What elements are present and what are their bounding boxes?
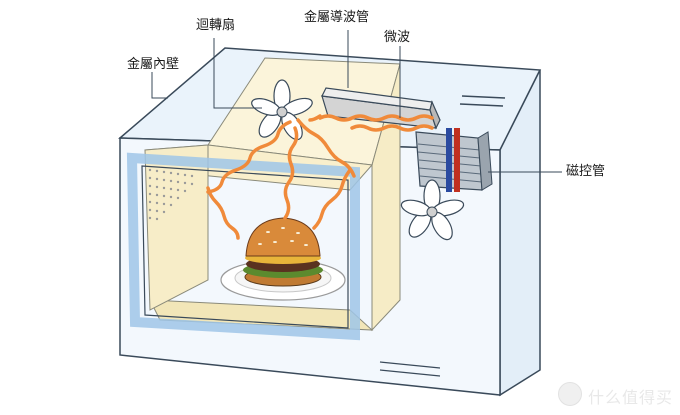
- base-vent: [379, 361, 441, 377]
- label-magnetron: 磁控管: [566, 164, 606, 179]
- door-frame: [126, 152, 360, 341]
- door-inner-edge: [141, 165, 349, 329]
- wave-fan-right: [296, 118, 356, 178]
- wave-waveguide-bottom: [350, 124, 434, 132]
- magnetron: [415, 128, 493, 192]
- hamburger-icon: [243, 217, 323, 287]
- wave-fan-to-left: [206, 120, 292, 194]
- cavity-left-wall: [144, 144, 209, 311]
- wave-waveguide-to-cavity: [308, 114, 322, 122]
- label-microwave: 微波: [384, 30, 411, 45]
- wave-fan-center: [283, 126, 299, 220]
- wave-left-down: [206, 186, 240, 240]
- wave-waveguide-top: [318, 114, 434, 122]
- leader-lines: [151, 30, 562, 173]
- cooling-fan-icon: [400, 179, 465, 241]
- watermark-logo-icon: [558, 382, 582, 406]
- label-waveguide: 金屬導波管: [304, 10, 370, 25]
- cavity-floor: [149, 299, 374, 331]
- watermark: 什么值得买: [588, 388, 674, 407]
- perforated-wall: [148, 168, 194, 221]
- vent-slots: [459, 95, 506, 107]
- label-fan: 迴轉扇: [196, 18, 236, 33]
- label-metal-wall: 金屬內壁: [127, 57, 180, 72]
- wave-right-down: [312, 168, 352, 230]
- microwave-paths: [206, 114, 434, 240]
